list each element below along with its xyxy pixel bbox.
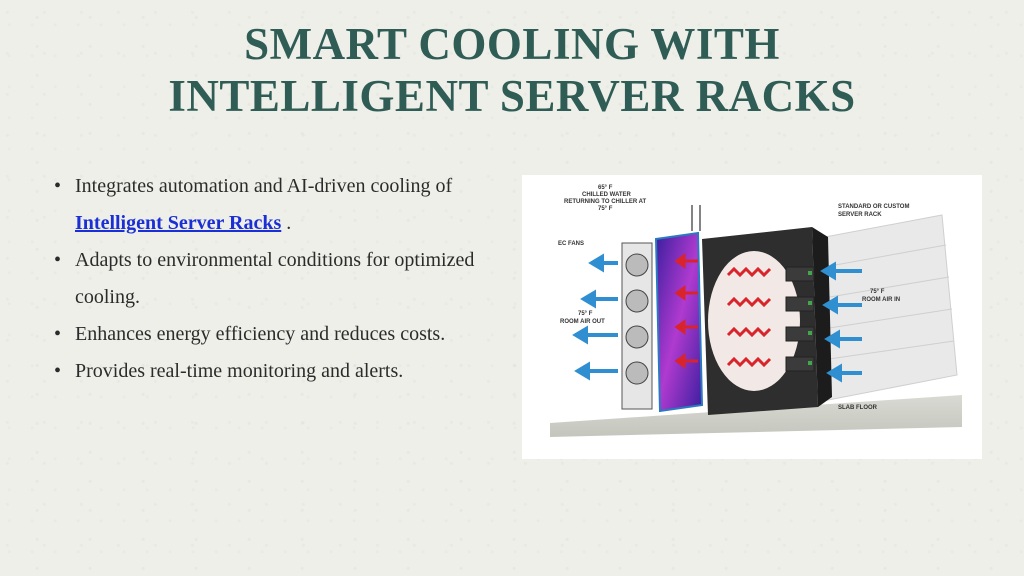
- label-chilled-water-temp-out: 75° F: [598, 206, 613, 212]
- bullet-dot: •: [54, 323, 62, 345]
- ec-fans: [625, 253, 649, 385]
- bullet-dot: •: [54, 249, 62, 271]
- bullet-text: Enhances energy efficiency and reduces c…: [75, 323, 446, 345]
- label-returning-to-chiller: RETURNING TO CHILLER AT: [564, 199, 647, 205]
- bullet-dot: •: [54, 360, 62, 382]
- bullet-list: • Integrates automation and AI-driven co…: [54, 168, 484, 390]
- label-standard-or-custom: STANDARD OR CUSTOM: [838, 204, 909, 210]
- label-room-air-out: ROOM AIR OUT: [560, 319, 605, 325]
- bullet-dot: •: [54, 175, 62, 197]
- label-ec-fans: EC FANS: [558, 241, 584, 247]
- label-chilled-water: CHILLED WATER: [582, 192, 632, 198]
- server-units: [785, 266, 815, 372]
- bullet-text: Integrates automation and AI-driven cool…: [75, 175, 453, 197]
- label-chilled-water-temp-in: 65° F: [598, 185, 613, 191]
- cooling-diagram-svg: 65° F CHILLED WATER RETURNING TO CHILLER…: [550, 185, 962, 437]
- cooling-coil: [654, 231, 704, 413]
- label-server-rack: SERVER RACK: [838, 212, 882, 218]
- bullet-item: • Provides real-time monitoring and aler…: [54, 353, 484, 390]
- bullet-text: Adapts to environmental conditions for o…: [75, 249, 475, 308]
- label-slab-floor: SLAB FLOOR: [838, 405, 878, 411]
- room-air-in-arrows: [820, 261, 862, 383]
- title-line-1: SMART COOLING WITH: [244, 19, 780, 69]
- hot-air-arrows: [674, 253, 698, 369]
- chilled-water-pipes: [691, 205, 701, 231]
- slide-title: SMART COOLING WITH INTELLIGENT SERVER RA…: [0, 18, 1024, 122]
- server-leds: [808, 271, 812, 365]
- label-room-air-in-temp: 75° F: [870, 289, 885, 295]
- bullet-item: • Adapts to environmental conditions for…: [54, 242, 484, 316]
- heat-waves: [726, 266, 772, 368]
- rack-cutaway: [708, 251, 800, 391]
- room-air-out-arrows: [572, 253, 618, 381]
- cooling-diagram-image: 65° F CHILLED WATER RETURNING TO CHILLER…: [522, 175, 982, 459]
- bullet-item: • Integrates automation and AI-driven co…: [54, 168, 484, 242]
- bullet-text: Provides real-time monitoring and alerts…: [75, 360, 404, 382]
- title-line-2: INTELLIGENT SERVER RACKS: [168, 71, 856, 121]
- bullet-suffix: .: [281, 212, 292, 234]
- bullet-item: • Enhances energy efficiency and reduces…: [54, 316, 484, 353]
- slab-floor: [550, 395, 962, 437]
- label-room-air-in: ROOM AIR IN: [862, 297, 900, 303]
- label-room-air-out-temp: 75° F: [578, 311, 593, 317]
- intelligent-server-racks-link[interactable]: Intelligent Server Racks: [75, 212, 282, 234]
